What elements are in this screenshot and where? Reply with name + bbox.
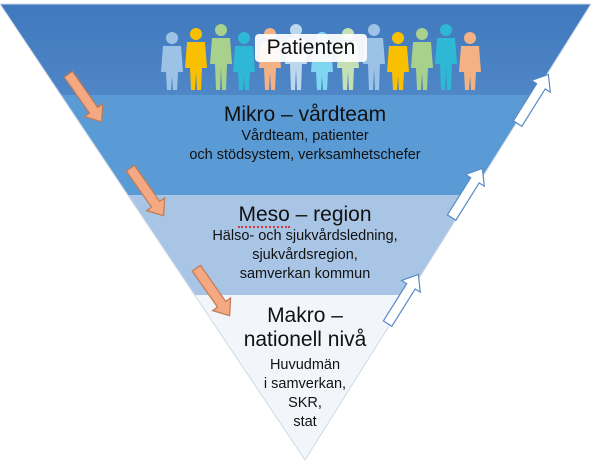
meso-title: Meso – region bbox=[185, 203, 425, 228]
mikro-line-2: och stödsystem, verksamhetschefer bbox=[189, 147, 421, 163]
meso-title-word: Meso bbox=[238, 203, 290, 228]
meso-line-3: samverkan kommun bbox=[239, 266, 371, 282]
meso-description: Hälso- och sjukvårdsledning, sjukvårdsre… bbox=[185, 227, 425, 284]
mikro-block: Mikro – vårdteam Vårdteam, patienter och… bbox=[150, 103, 460, 165]
white-up-arrow-icon bbox=[446, 167, 486, 222]
person-silhouette-icon bbox=[435, 24, 457, 90]
makro-title: Makro – nationell nivå bbox=[225, 304, 385, 352]
person-silhouette-icon bbox=[185, 28, 207, 90]
orange-down-arrow-icon bbox=[63, 70, 104, 123]
makro-description: Huvudmän i samverkan, SKR, stat bbox=[225, 356, 385, 432]
orange-down-arrow-icon bbox=[191, 264, 232, 317]
person-silhouette-icon bbox=[233, 32, 255, 90]
orange-down-arrow-icon bbox=[125, 164, 166, 217]
arrows-group bbox=[63, 70, 552, 328]
meso-line-1: Hälso- och sjukvårdsledning, bbox=[212, 228, 398, 244]
person-silhouette-icon bbox=[459, 32, 481, 90]
person-silhouette-icon bbox=[210, 24, 232, 90]
mikro-line-1: Vårdteam, patienter bbox=[241, 128, 369, 144]
makro-line-1: Huvudmän bbox=[269, 357, 341, 373]
makro-title-line-1: Makro – bbox=[267, 304, 343, 327]
person-silhouette-icon bbox=[161, 32, 183, 90]
meso-block: Meso – region Hälso- och sjukvårdslednin… bbox=[185, 203, 425, 284]
makro-block: Makro – nationell nivå Huvudmän i samver… bbox=[225, 304, 385, 432]
makro-line-4: stat bbox=[293, 414, 317, 430]
makro-line-2: i samverkan, bbox=[263, 376, 347, 392]
person-silhouette-icon bbox=[387, 32, 409, 90]
meso-title-rest: – region bbox=[289, 203, 372, 226]
patient-label: Patienten bbox=[255, 34, 367, 62]
white-up-arrow-icon bbox=[512, 73, 552, 128]
meso-line-2: sjukvårdsregion, bbox=[252, 247, 358, 263]
mikro-description: Vårdteam, patienter och stödsystem, verk… bbox=[150, 127, 460, 165]
white-up-arrow-icon bbox=[382, 273, 422, 328]
person-silhouette-icon bbox=[363, 24, 385, 90]
mikro-title: Mikro – vårdteam bbox=[223, 103, 387, 126]
person-silhouette-icon bbox=[411, 28, 433, 90]
makro-line-3: SKR, bbox=[288, 395, 322, 411]
makro-title-line-2: nationell nivå bbox=[243, 328, 367, 351]
triangle-outline bbox=[0, 3, 591, 461]
